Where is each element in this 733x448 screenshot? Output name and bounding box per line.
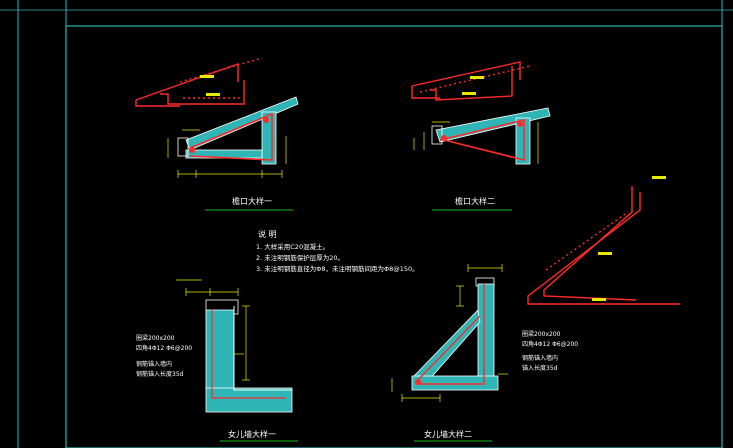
eave-2-title: 檐口大样二 — [455, 196, 495, 206]
parapet-2-rebar-sketch — [527, 186, 680, 305]
notes-item-1: 1. 大样采用C20混凝土。 — [256, 242, 329, 251]
general-notes: 说 明 1. 大样采用C20混凝土。 2. 未注明钢筋保护层厚为20。 3. 未… — [256, 229, 419, 273]
parapet-1-anchor-length-label: 钢筋锚入长度35d — [136, 370, 184, 378]
parapet-1-beam-bars-label: 四角4Φ12 Φ6@200 — [136, 344, 192, 352]
eave-1-sketch-labels — [200, 75, 220, 96]
eave-detail-2: 檐口大样二 — [411, 61, 551, 211]
parapet-2-dimensions — [391, 264, 508, 402]
parapet-2-anchor-label: 钢筋锚入墙内 — [522, 354, 558, 362]
parapet-detail-1: 圈梁200x200 四角4Φ12 Φ6@200 钢筋锚入墙内 钢筋锚入长度35d… — [136, 279, 298, 442]
notes-item-3: 3. 未注明钢筋直径为Φ8，未注明钢筋间距为Φ8@150。 — [256, 264, 419, 273]
eave-2-dimensions — [413, 121, 539, 164]
eave-1-rebar-sketch — [135, 57, 263, 107]
eave-1-dimensions — [167, 129, 287, 178]
eave-2-section — [431, 107, 551, 165]
notes-heading: 说 明 — [258, 229, 277, 239]
parapet-2-title: 女儿墙大样二 — [424, 429, 472, 439]
parapet-1-beam-label: 圈梁200x200 — [136, 334, 175, 342]
notes-item-2: 2. 未注明钢筋保护层厚为20。 — [256, 253, 344, 262]
parapet-2-section — [411, 277, 499, 391]
eave-detail-1: 檐口大样一 — [135, 57, 299, 211]
parapet-2-beam-bars-label: 四角4Φ12 Φ6@200 — [522, 340, 578, 348]
eave-1-title: 檐口大样一 — [232, 196, 272, 206]
parapet-1-title: 女儿墙大样一 — [228, 429, 276, 439]
eave-2-sketch-labels — [462, 76, 484, 95]
parapet-1-section — [205, 299, 293, 413]
parapet-2-sketch-labels — [592, 176, 666, 301]
eave-1-section — [177, 96, 299, 165]
parapet-1-anchor-label: 钢筋锚入墙内 — [136, 360, 172, 368]
parapet-2-anchor-length-label: 锚入长度35d — [522, 364, 558, 372]
parapet-1-dimensions — [176, 279, 250, 381]
parapet-2-beam-label: 圈梁200x200 — [522, 330, 561, 338]
parapet-detail-2: 圈梁200x200 四角4Φ12 Φ6@200 钢筋锚入墙内 锚入长度35d 女… — [391, 176, 680, 442]
